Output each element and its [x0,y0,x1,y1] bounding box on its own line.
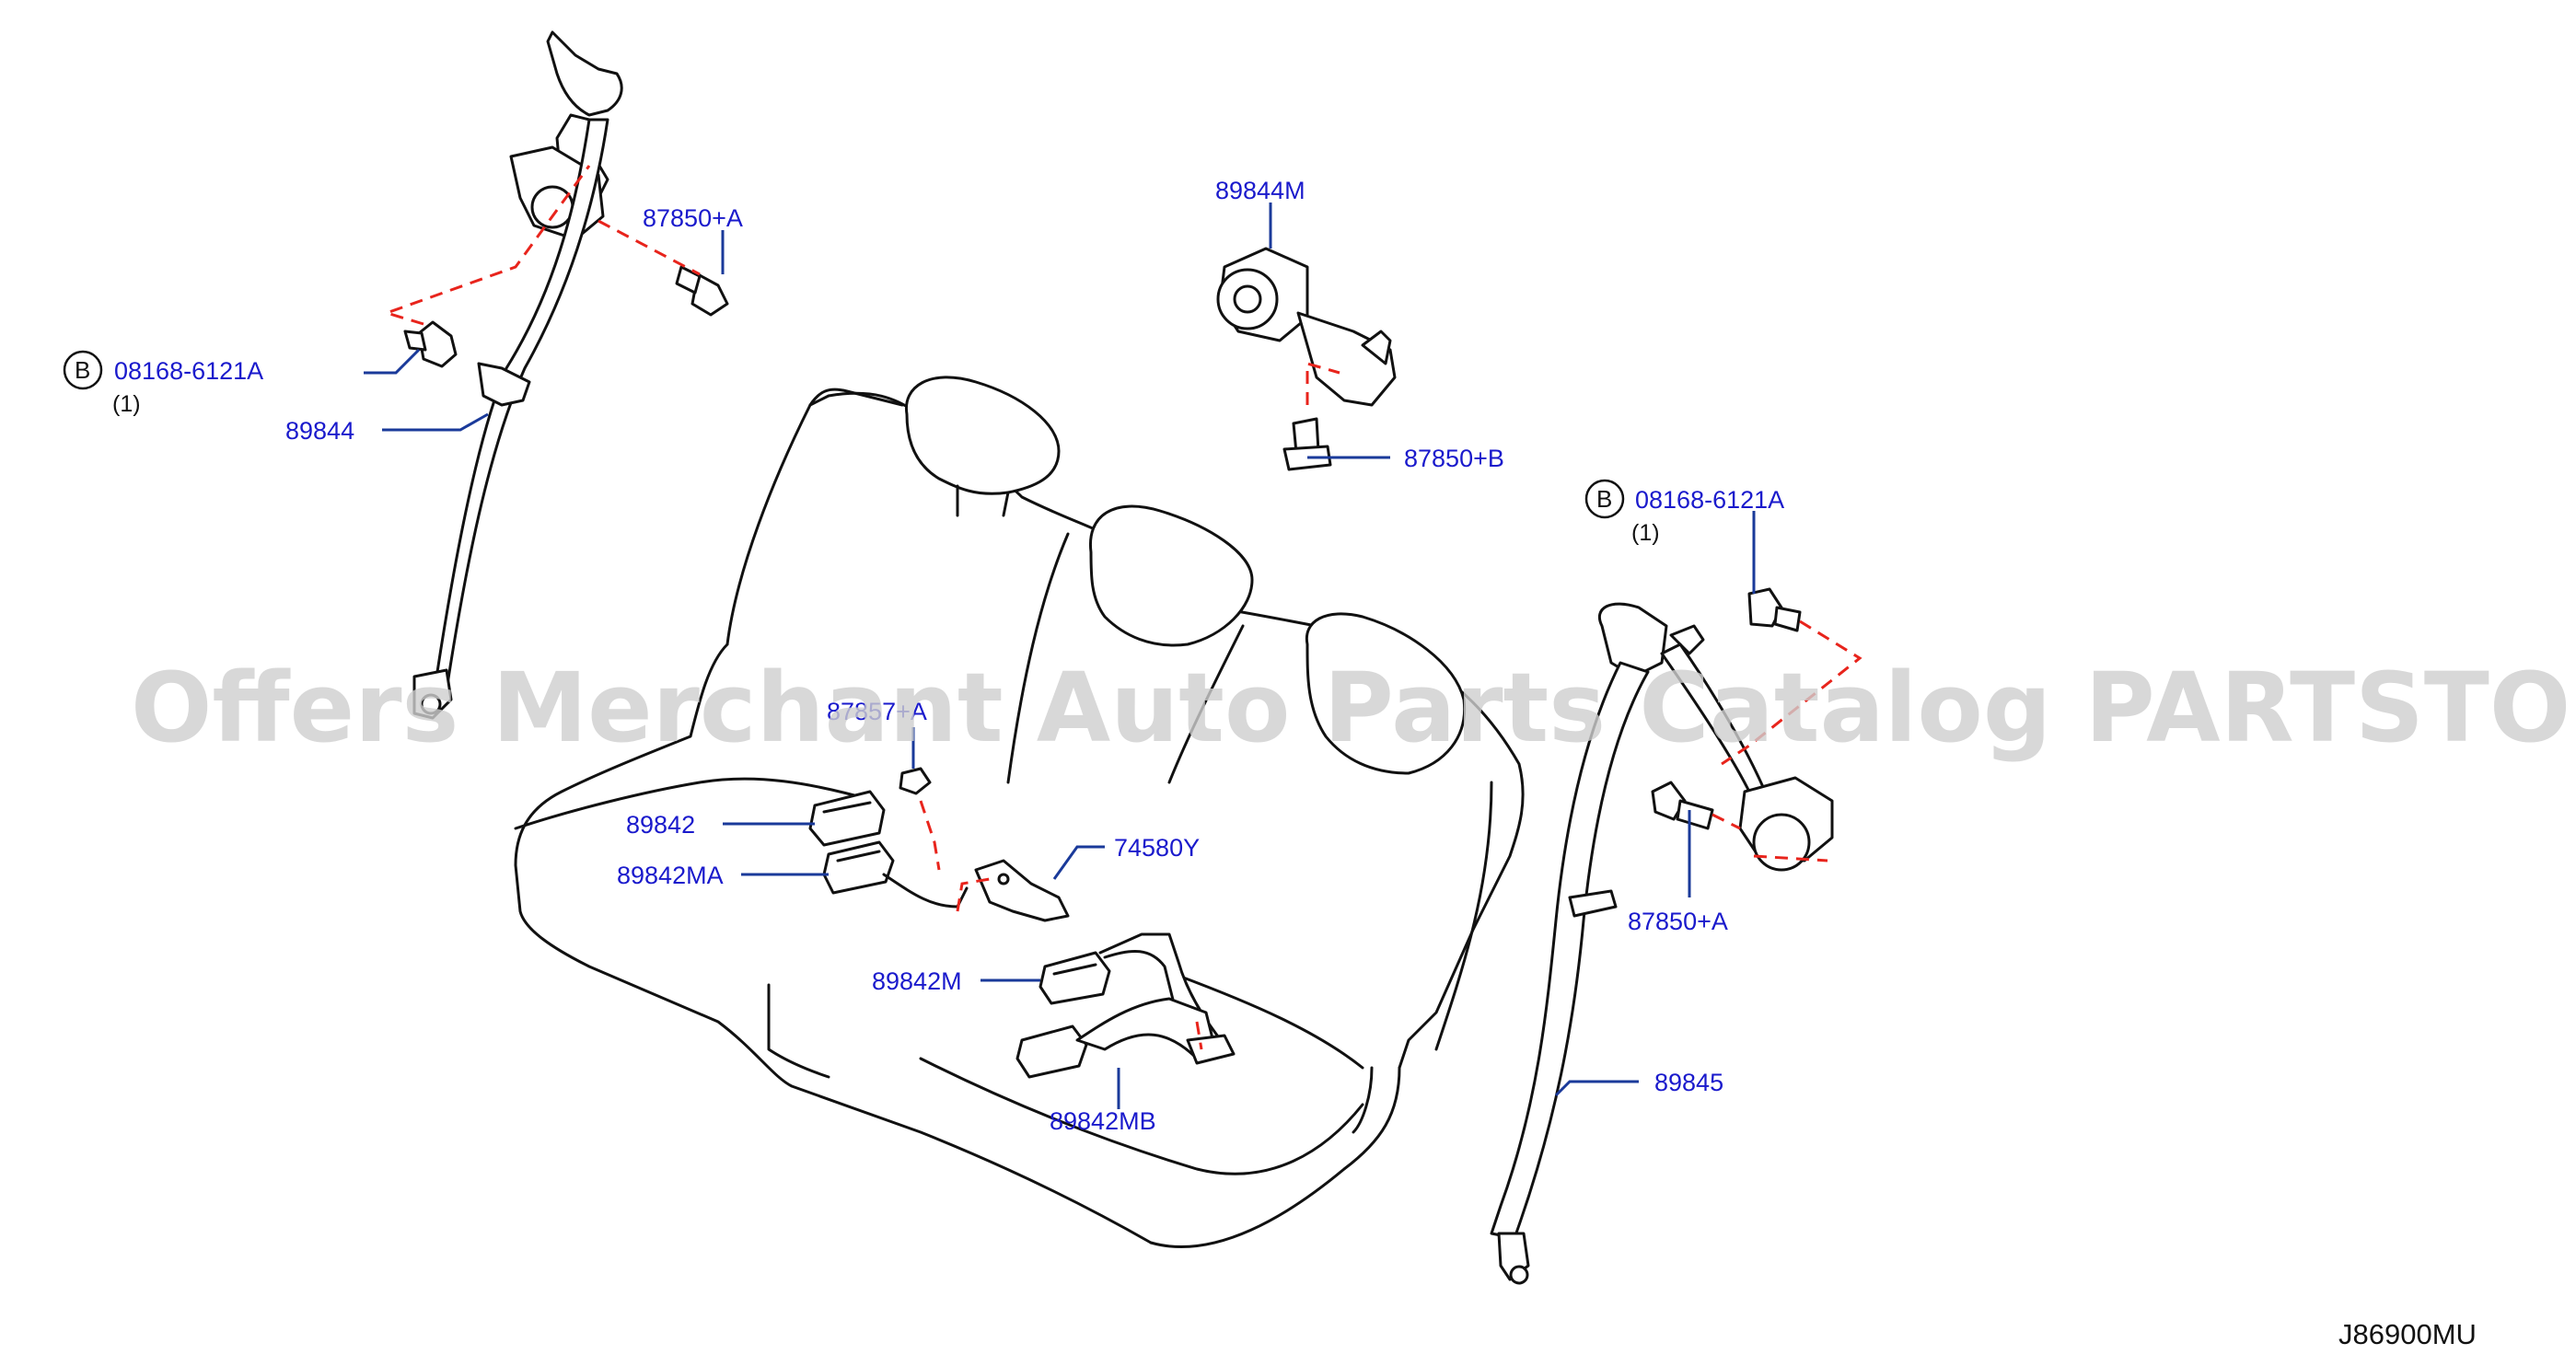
label-89844m: 89844M [1215,177,1305,204]
label-74580y: 74580Y [1114,834,1200,862]
label-89842m: 89842M [872,967,962,995]
leader-lines [364,203,1756,1109]
link-right-2 [1712,813,1741,830]
label-87850a-top: 87850+A [643,204,743,232]
circle-b-right-text: B [1596,485,1612,513]
label-89842: 89842 [626,811,695,839]
label-08168-left-qty: (1) [112,391,141,417]
label-87850a-right: 87850+A [1628,908,1728,935]
bracket-74580y [974,859,1070,922]
link-89844m [1305,362,1340,405]
label-89842ma: 89842MA [617,862,724,889]
circle-b-left-icon [63,350,103,390]
label-89842mb: 89842MB [1050,1107,1156,1135]
diagram-code: J86900MU [2338,1318,2477,1350]
bolt-87850b [1282,417,1332,471]
bolt-87850a-right [1651,781,1714,830]
link-left-1 [382,165,591,326]
seat-belt-89845 [1490,602,1834,1285]
link-left-2 [598,219,701,276]
retractor-89844m [1216,247,1397,407]
link-center-1 [919,800,941,871]
buckle-89842 [808,790,886,847]
rear-seat [514,376,1525,1248]
label-87857a: 87857+A [827,698,927,725]
label-87850b: 87850+B [1404,445,1504,472]
bolt-08168-right [1747,587,1802,632]
label-08168-left: 08168-6121A [114,357,263,385]
buckle-89842ma [822,840,969,909]
bolt-08168-left [403,320,458,368]
circle-b-left-text: B [75,356,90,384]
part-labels: B 08168-6121A (1) 89844 87850+A 89844M 8… [63,177,1784,1135]
label-08168-right-qty: (1) [1631,520,1660,546]
label-89845: 89845 [1654,1069,1723,1096]
nut-87857a [899,767,932,795]
watermark: Offers Merchant Auto Parts Catalog PARTS… [131,652,2576,764]
circle-b-right-icon [1584,479,1625,519]
buckle-89842mb [1015,997,1236,1079]
seat-belt-89844 [412,30,623,720]
link-center-2 [956,877,991,912]
link-center-3 [1195,1021,1203,1050]
label-89844: 89844 [285,417,354,445]
bolt-87850a-top [675,265,729,317]
link-right-3 [1753,854,1828,862]
label-08168-right: 08168-6121A [1635,486,1784,514]
